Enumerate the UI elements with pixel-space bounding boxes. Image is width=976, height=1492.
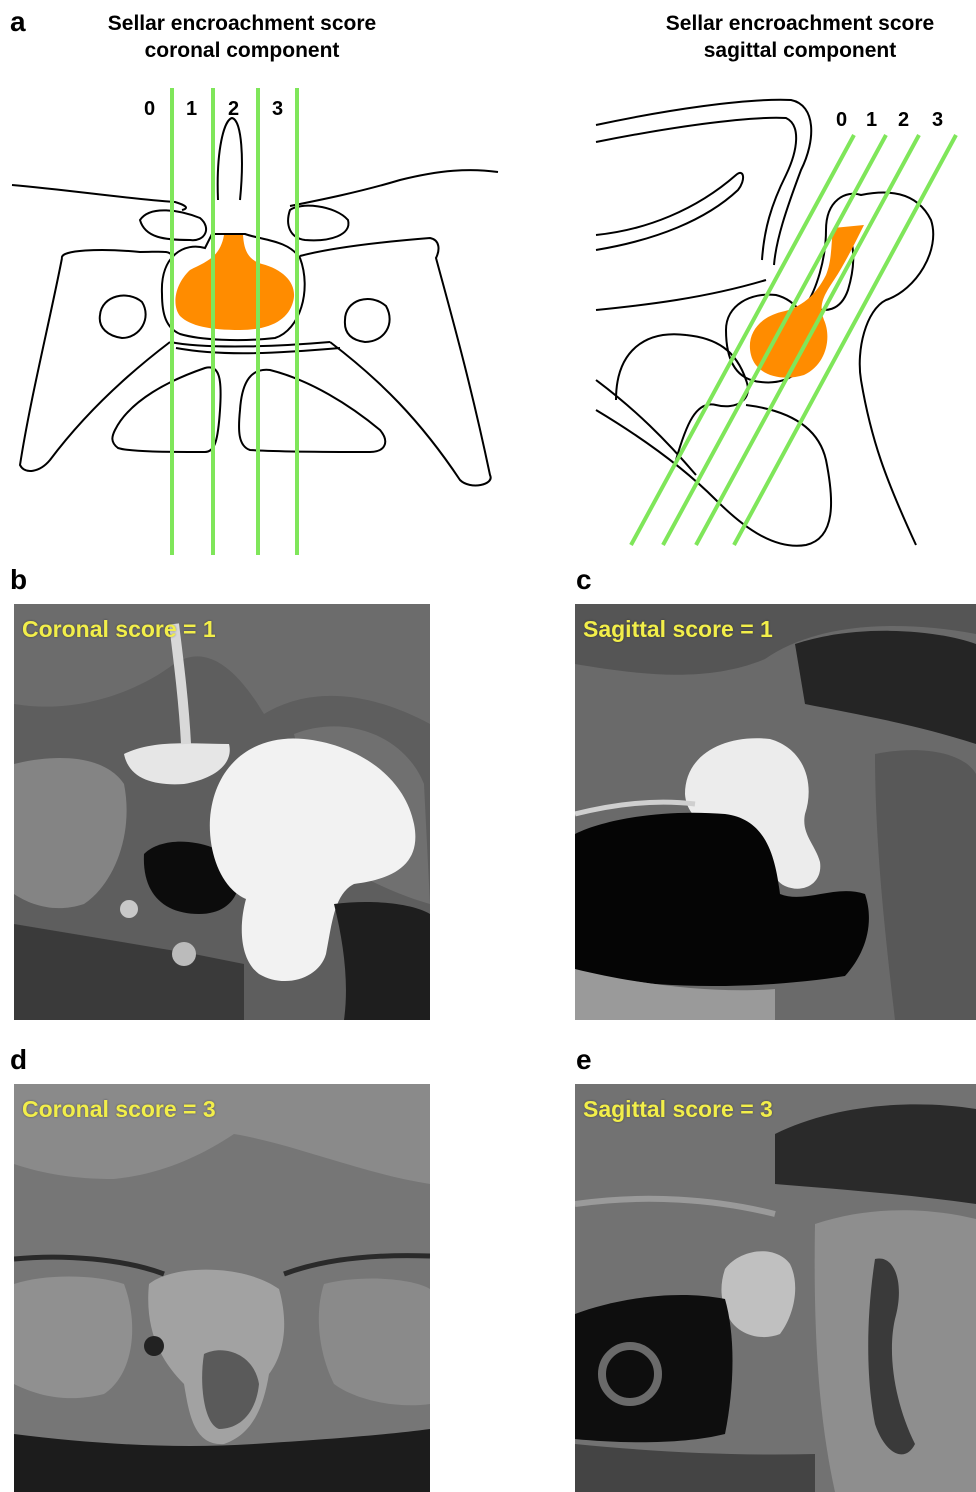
coronal-left-foramen bbox=[100, 296, 146, 338]
mri-sagittal-score-3: Sagittal score = 3 bbox=[575, 1084, 976, 1492]
panel-letter-b: b bbox=[10, 566, 27, 594]
sagittal-sinus-inner bbox=[596, 334, 748, 475]
coronal-score-1: 1 bbox=[186, 98, 197, 120]
coronal-right-sinus bbox=[239, 370, 385, 452]
mri-sagittal-score-1: Sagittal score = 1 bbox=[575, 604, 976, 1020]
mri-sagittal-3-image bbox=[575, 1084, 976, 1492]
coronal-score-0: 0 bbox=[144, 98, 155, 120]
coronal-diagram: 0 1 2 3 bbox=[0, 80, 500, 560]
sagittal-score-1: 1 bbox=[866, 109, 877, 131]
mri-coronal-3-image bbox=[14, 1084, 430, 1492]
coronal-diagram-title: Sellar encroachment score coronal compon… bbox=[72, 10, 412, 64]
sagittal-fold-2 bbox=[596, 280, 766, 310]
coronal-title-line2: coronal component bbox=[72, 37, 412, 64]
coronal-floor-line bbox=[170, 342, 340, 353]
coronal-right-foramen bbox=[345, 299, 390, 342]
sagittal-title-line2: sagittal component bbox=[630, 37, 970, 64]
mri-coronal-score-1: Coronal score = 1 bbox=[14, 604, 430, 1020]
sagittal-score-3-label: Sagittal score = 3 bbox=[583, 1098, 773, 1121]
mri-coronal-score-3: Coronal score = 3 bbox=[14, 1084, 430, 1492]
panel-letter-e: e bbox=[576, 1046, 592, 1074]
coronal-score-3-label: Coronal score = 3 bbox=[22, 1098, 216, 1121]
sagittal-upper-arc-inner bbox=[596, 118, 796, 260]
coronal-score-3: 3 bbox=[272, 98, 283, 120]
mri-sagittal-1-image bbox=[575, 604, 976, 1020]
sagittal-score-0: 0 bbox=[836, 109, 847, 131]
sagittal-score-3: 3 bbox=[932, 109, 943, 131]
mri-coronal-1-image bbox=[14, 604, 430, 1020]
coronal-title-line1: Sellar encroachment score bbox=[72, 10, 412, 37]
sagittal-score-1-label: Sagittal score = 1 bbox=[583, 618, 773, 641]
panel-letter-a: a bbox=[10, 8, 26, 36]
panel-letter-c: c bbox=[576, 566, 592, 594]
sagittal-fold-1 bbox=[596, 173, 743, 250]
coronal-tumor bbox=[175, 235, 294, 330]
sagittal-sinus-outer bbox=[596, 405, 831, 546]
sagittal-title-line1: Sellar encroachment score bbox=[630, 10, 970, 37]
coronal-top-outline bbox=[12, 170, 498, 210]
coronal-score-1-label: Coronal score = 1 bbox=[22, 618, 216, 641]
sagittal-diagram-title: Sellar encroachment score sagittal compo… bbox=[630, 10, 970, 64]
sagittal-score-2: 2 bbox=[898, 109, 909, 131]
coronal-septum bbox=[218, 118, 242, 200]
coronal-score-2: 2 bbox=[228, 98, 239, 120]
sagittal-diagram: 0 1 2 3 bbox=[586, 80, 976, 550]
panel-letter-d: d bbox=[10, 1046, 27, 1074]
coronal-left-sinus bbox=[112, 367, 220, 452]
sagittal-score-line-1 bbox=[663, 135, 886, 545]
